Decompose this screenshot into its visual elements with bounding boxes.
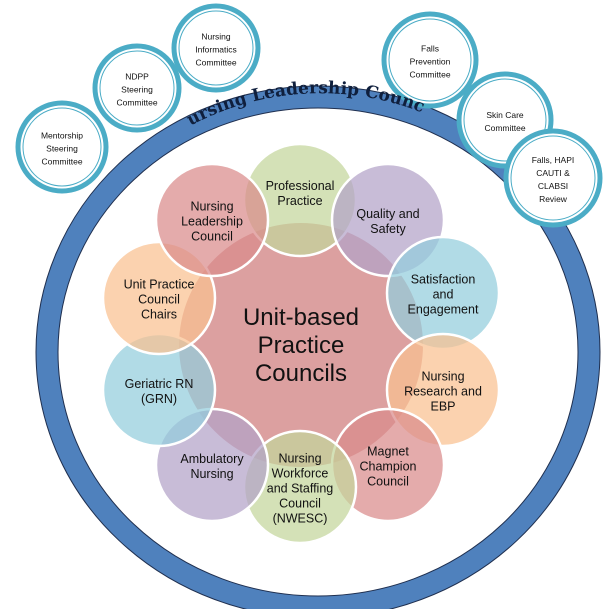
council-label: and Staffing <box>267 481 334 495</box>
committee-label: Committee <box>484 123 525 133</box>
council-label: Nursing <box>190 199 233 213</box>
committee-label: CLABSI <box>538 181 568 191</box>
council-label: Council <box>191 229 233 243</box>
committee-circle <box>15 100 109 194</box>
committee-label: Steering <box>121 85 153 95</box>
councils <box>101 142 501 545</box>
committee-label: Mentorship <box>41 131 83 141</box>
committee-circle <box>171 3 261 93</box>
council-label: Research and <box>404 384 482 398</box>
council-label: Unit Practice <box>124 277 195 291</box>
council-label: Nursing <box>421 369 464 383</box>
committee-inner-ring <box>463 78 547 162</box>
committee-inner-ring <box>22 107 102 187</box>
council-label: (GRN) <box>141 392 177 406</box>
committee-label: Skin Care <box>486 110 524 120</box>
committee-label: Committee <box>195 58 236 68</box>
committee-label: Committee <box>41 157 82 167</box>
council-label: Practice <box>277 194 322 208</box>
council-label: Council <box>279 496 321 510</box>
committee-label: Informatics <box>195 45 237 55</box>
council-label: Engagement <box>408 302 479 316</box>
council-label: Professional <box>266 179 335 193</box>
committee-inner-ring <box>510 135 596 221</box>
committee-label: Review <box>539 194 568 204</box>
committee-label: Falls, HAPI <box>532 155 575 165</box>
committee-label: CAUTI & <box>536 168 570 178</box>
committee-circle <box>92 43 182 133</box>
council-label: Safety <box>370 222 406 236</box>
committee-label: Steering <box>46 144 78 154</box>
center-label: Unit-based <box>243 304 359 331</box>
council-circle[interactable] <box>154 162 270 278</box>
committee-circle <box>381 11 479 109</box>
committee-inner-ring <box>178 10 254 86</box>
council-label: Leadership <box>181 214 243 228</box>
council-label: Workforce <box>272 466 329 480</box>
council-label: Magnet <box>367 444 409 458</box>
committee-inner-ring <box>388 18 472 102</box>
council-label: Council <box>367 474 409 488</box>
council-label: Quality and <box>356 207 419 221</box>
council-label: Satisfaction <box>411 272 476 286</box>
council-label: EBP <box>430 399 455 413</box>
committee-circle <box>503 128 603 228</box>
council-label: Nursing <box>190 467 233 481</box>
council-label: Champion <box>360 459 417 473</box>
committee-label: Falls <box>421 44 439 54</box>
council-label: Geriatric RN <box>125 377 194 391</box>
center-label: Practice <box>258 332 345 359</box>
committee-label: Committee <box>116 98 157 108</box>
council-label: (NWESC) <box>273 511 328 525</box>
center-circle <box>179 223 423 467</box>
council-label: Nursing <box>278 451 321 465</box>
center-label: Councils <box>255 360 347 387</box>
council-label: Chairs <box>141 307 177 321</box>
committees: MentorshipSteeringCommitteeNDPPSteeringC… <box>15 3 603 228</box>
nursing-leadership-council-ring <box>36 86 600 609</box>
committee-label: NDPP <box>125 72 149 82</box>
council-label: and <box>433 287 454 301</box>
committee-inner-ring <box>99 50 175 126</box>
committee-label: Nursing <box>201 32 231 42</box>
committee-bubble[interactable]: Falls, HAPI CAUTI & CLABSI Review <box>503 128 603 228</box>
committee-label: Prevention <box>410 57 451 67</box>
council-label: Council <box>138 292 180 306</box>
council-label: Ambulatory <box>180 452 244 466</box>
committee-label: Committee <box>409 70 450 80</box>
